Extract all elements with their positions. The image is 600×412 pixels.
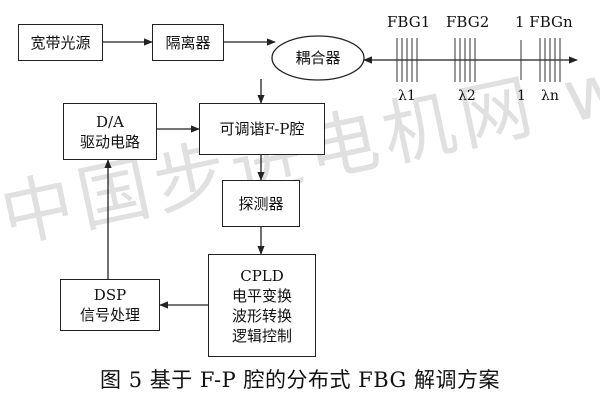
cpld-block: CPLD 电平变换 波形转换 逻辑控制 xyxy=(208,254,316,357)
broadband-source-block: 宽带光源 xyxy=(18,24,103,61)
da-label: D/A xyxy=(96,112,124,131)
fbg1-label: FBG1 xyxy=(387,13,431,31)
da-driver-block: D/A 驱动电路 xyxy=(63,103,157,160)
driver-circuit-label: 驱动电路 xyxy=(79,132,140,151)
dsp-label: DSP xyxy=(93,286,127,304)
isolator-label: 隔离器 xyxy=(165,33,211,52)
detector-label: 探测器 xyxy=(238,194,284,213)
logic-control-label: 逻辑控制 xyxy=(231,326,292,345)
tunable-fp-label: 可调谐F-P腔 xyxy=(219,120,305,138)
lambda2-label: λ2 xyxy=(458,88,476,104)
coupler-ellipse xyxy=(271,35,365,81)
level-conversion-label: 电平变换 xyxy=(231,286,292,305)
isolator-block: 隔离器 xyxy=(152,24,224,61)
waveform-conversion-label: 波形转换 xyxy=(231,306,292,325)
broadband-source-label: 宽带光源 xyxy=(30,33,91,52)
tunable-fp-cavity-block: 可调谐F-P腔 xyxy=(199,103,325,155)
dsp-block: DSP 信号处理 xyxy=(60,279,160,331)
fbgn-label: 1 FBGn xyxy=(515,13,573,31)
fbg2-grating xyxy=(454,38,476,82)
figure-caption: 图 5 基于 F-P 腔的分布式 FBG 解调方案 xyxy=(100,368,500,392)
fbg2-label: FBG2 xyxy=(446,13,490,31)
fbg1-grating xyxy=(396,38,418,82)
lambda1-label: λ1 xyxy=(398,88,416,104)
fbgn-grating xyxy=(539,38,561,82)
detector-block: 探测器 xyxy=(222,180,300,227)
coupler-label: 耦合器 xyxy=(295,49,341,67)
lambdan-label: λn xyxy=(541,88,559,104)
ellipsis-1-label: 1 xyxy=(517,88,526,104)
signal-processing-label: 信号处理 xyxy=(79,306,140,324)
cpld-title: CPLD xyxy=(240,266,284,285)
